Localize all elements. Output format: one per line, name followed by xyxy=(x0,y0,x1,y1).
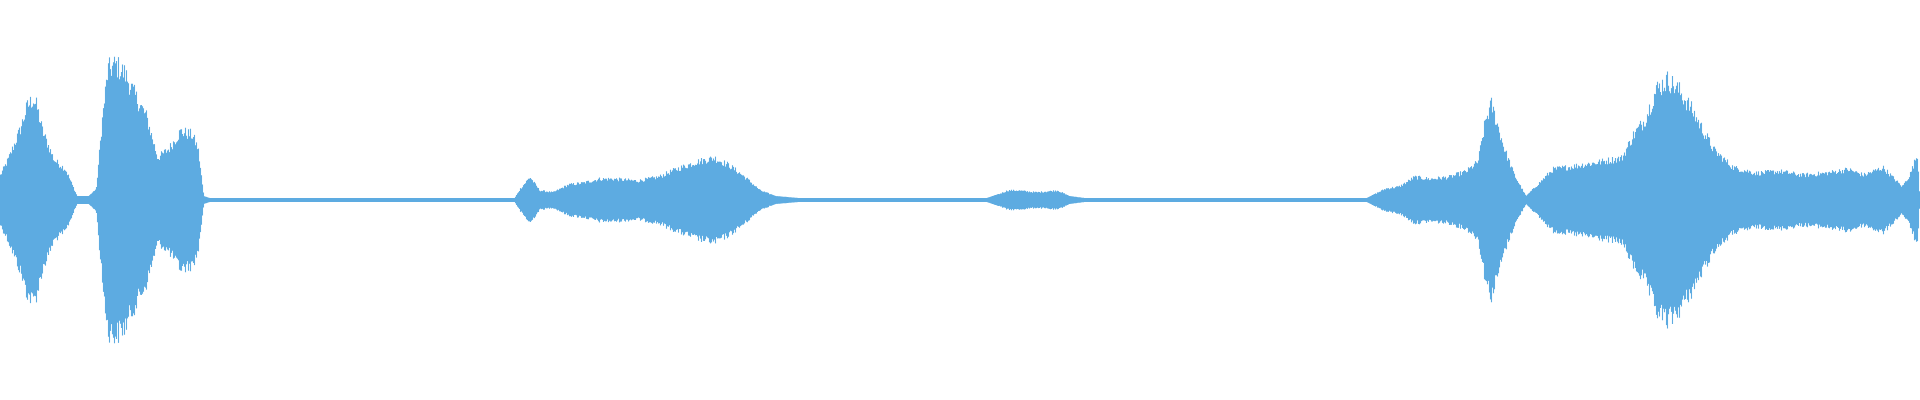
waveform-envelope xyxy=(0,56,1920,344)
